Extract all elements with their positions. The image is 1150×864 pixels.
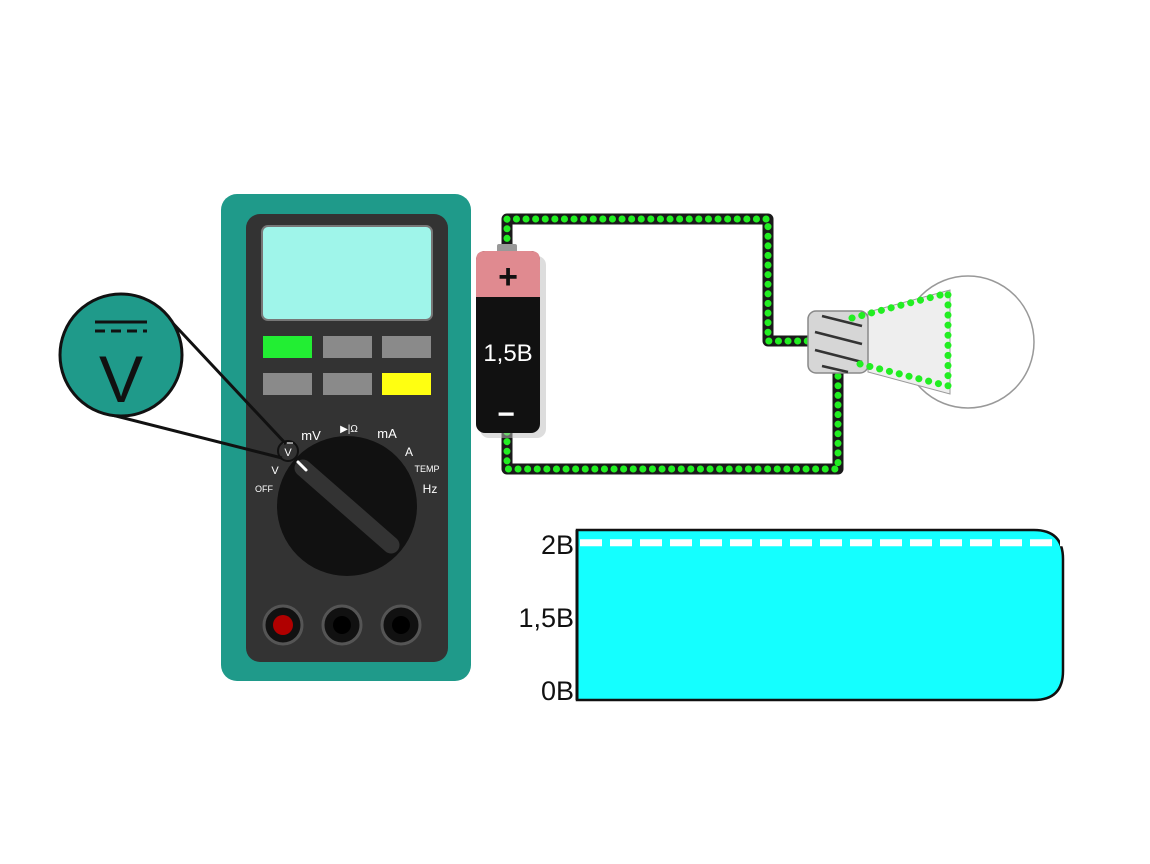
meter-button-grey-2[interactable] <box>382 336 431 358</box>
dial-labels: mV ▶|Ω mA A TEMP Hz V OFF <box>255 424 440 496</box>
dial-dcv-marker: V <box>277 440 299 462</box>
bulb-base <box>807 310 869 374</box>
dial-label-a: A <box>405 445 413 459</box>
callout-voltage-symbol: V <box>99 342 143 416</box>
callout-circle <box>58 292 184 418</box>
graph-label-mid: 1,5B <box>518 603 574 633</box>
dial-label-off: OFF <box>255 484 273 494</box>
meter-button-grey-1[interactable] <box>323 336 372 358</box>
dial-label-hz: Hz <box>423 482 438 496</box>
graph-label-top: 2B <box>541 530 574 560</box>
dial-label-vac: V <box>271 465 279 477</box>
rotary-selector[interactable] <box>277 436 417 576</box>
circuit-wires <box>501 213 844 475</box>
wire-bottom-dots <box>503 369 842 473</box>
meter-display <box>261 225 433 321</box>
mode-zoom-callout: V <box>58 292 288 460</box>
graph-area <box>575 528 1065 702</box>
rotary-pointer-bar <box>294 459 400 554</box>
battery-positive-cap <box>476 251 540 297</box>
dial-label-ohm: ▶|Ω <box>340 424 358 435</box>
meter-buttons <box>263 336 431 395</box>
dial-label-mv: mV <box>301 428 321 443</box>
meter-button-grey-3[interactable] <box>263 373 312 395</box>
light-bulb <box>807 275 1035 409</box>
bulb-filament <box>848 288 952 391</box>
meter-button-grey-4[interactable] <box>323 373 372 395</box>
input-jacks <box>262 604 422 646</box>
multimeter: mV ▶|Ω mA A TEMP Hz V OFF V <box>221 194 471 681</box>
graph-label-bottom: 0B <box>541 676 574 706</box>
battery-voltage-label: 1,5B <box>483 340 532 367</box>
bulb-thread <box>814 314 863 374</box>
meter-button-green[interactable] <box>263 336 312 358</box>
meter-button-yellow[interactable] <box>382 373 431 395</box>
rotary-pointer-tip <box>296 460 308 472</box>
callout-line-top <box>166 316 288 446</box>
wire-top-dots <box>503 215 814 345</box>
battery-plus-sign: + <box>498 258 518 296</box>
voltage-graph: 2B 1,5B 0B <box>518 528 1065 706</box>
callout-line-bottom <box>111 413 283 460</box>
dial-label-temp: TEMP <box>414 464 439 474</box>
battery-minus-sign: − <box>497 398 515 431</box>
battery: + 1,5B − <box>476 244 546 438</box>
dial-dcv-symbol: V <box>284 447 292 459</box>
wire-bottom <box>501 367 844 475</box>
dial-label-ma: mA <box>377 426 397 441</box>
